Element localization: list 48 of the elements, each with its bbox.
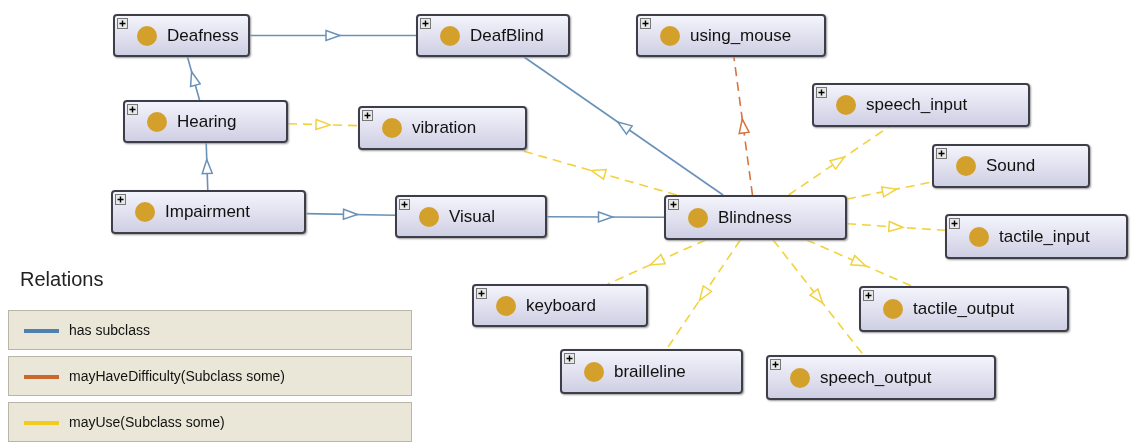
class-box <box>560 349 743 394</box>
class-box <box>664 195 847 240</box>
class-box <box>395 195 547 238</box>
arrow <box>606 239 707 285</box>
class-box <box>932 144 1090 188</box>
arrow <box>523 56 724 196</box>
class-name: tactile_input <box>999 226 1090 247</box>
class-name: brailleline <box>614 361 686 382</box>
arrow <box>249 29 417 42</box>
class-name: Hearing <box>177 111 237 132</box>
class-box <box>945 214 1128 259</box>
class-name: speech_input <box>866 95 968 115</box>
arrow <box>805 239 913 287</box>
class-name: tactile_output <box>913 299 1015 319</box>
class-box <box>416 14 570 57</box>
class-box <box>113 14 250 57</box>
class-box <box>812 83 1030 127</box>
arrow <box>546 211 665 223</box>
class-name: Deafness <box>167 25 239 46</box>
arrow <box>733 56 754 196</box>
legend-title: Relations <box>20 268 104 291</box>
class-box <box>358 106 527 150</box>
class-box <box>472 284 648 327</box>
arrow <box>305 208 396 221</box>
class-box <box>111 190 306 234</box>
arrow <box>787 126 890 196</box>
class-name: DeafBlind <box>470 25 544 46</box>
class-box <box>766 355 996 400</box>
class-name: Visual <box>449 206 495 227</box>
class-name: Blindness <box>718 207 792 228</box>
class-name: speech_output <box>820 367 932 388</box>
arrow <box>186 56 201 101</box>
class-name: Sound <box>986 156 1036 176</box>
arrow <box>665 239 742 350</box>
legend-label: has subclass <box>69 322 150 338</box>
arrow <box>201 142 213 191</box>
class-name: keyboard <box>526 295 596 316</box>
class-name: using_mouse <box>690 25 792 46</box>
class-box <box>636 14 826 57</box>
class-box <box>123 100 288 143</box>
class-name: Impairment <box>165 202 251 222</box>
arrow <box>287 118 359 131</box>
legend-label: mayUse(Subclass some) <box>69 414 225 430</box>
arrow <box>772 239 865 356</box>
arrow <box>846 220 946 233</box>
class-box <box>859 286 1069 332</box>
class-name: vibration <box>412 118 477 138</box>
legend-label: mayHaveDifficulty(Subclass some) <box>69 368 286 384</box>
